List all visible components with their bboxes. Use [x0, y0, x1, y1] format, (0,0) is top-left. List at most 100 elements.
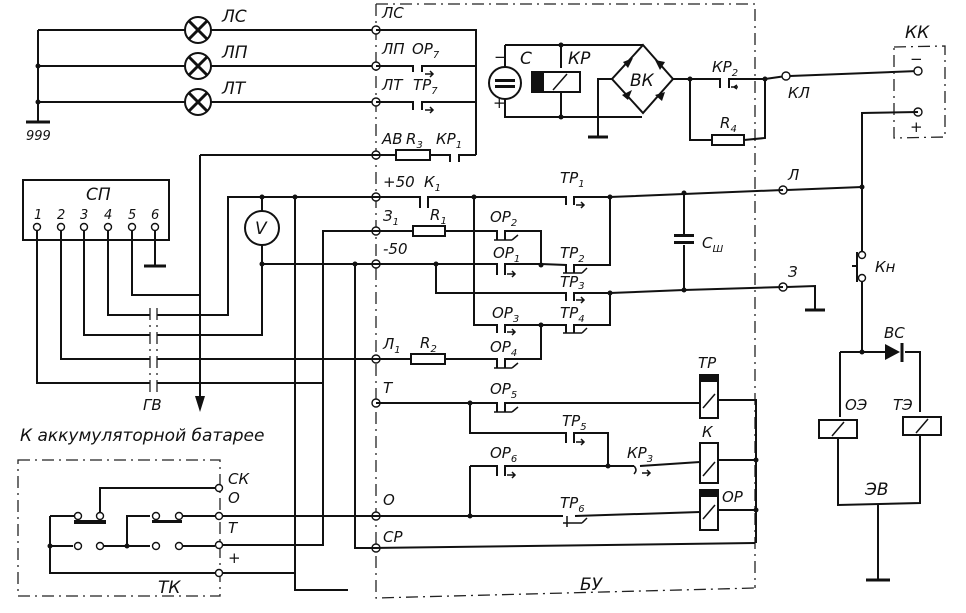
contact-tp4-label: ТР4: [560, 304, 585, 325]
tk-terminal-sk: СК: [228, 470, 250, 488]
bu-label: БУ: [580, 575, 604, 595]
kk-plus: +: [910, 118, 923, 136]
resistor-r2: [410, 353, 446, 365]
bu-top-wiring: ОР7 ТР7 R3 КР1: [376, 29, 477, 162]
contact-tp6-label: ТР6: [560, 494, 585, 515]
contact-op3-label: ОР3: [492, 304, 519, 325]
tk-controller: ТК СК О Т +: [17, 383, 376, 598]
terminal-lp: ЛП: [381, 40, 405, 58]
terminal-ls: ЛС: [381, 4, 404, 22]
sp-pin-4: 4: [104, 208, 112, 223]
coil-te-label: ТЭ: [893, 396, 913, 414]
gv-harness: [149, 308, 158, 392]
terminal-l1: Л1: [382, 335, 401, 356]
sp-pin-6: 6: [151, 208, 159, 223]
terminal-av: АВ: [381, 130, 403, 148]
contact-tp3-label: ТР3: [560, 273, 585, 292]
arrow-to-battery-icon: [195, 396, 205, 412]
lamp-lp-icon: [184, 52, 212, 80]
contact-op2-label: ОР2: [490, 208, 517, 229]
lamp-ls-label: ЛС: [221, 7, 247, 27]
contact-tp7-label: ТР7: [413, 76, 438, 97]
contact-kp1-label: КР1: [436, 130, 462, 151]
lamp-ls-icon: [184, 16, 212, 44]
resistor-r3: [395, 149, 431, 161]
resistor-r1: [412, 225, 446, 237]
tk-enclosure: [17, 459, 221, 597]
contact-tp2-label: ТР2: [560, 244, 585, 265]
sp-pin-1: 1: [34, 208, 42, 223]
button-kn-icon: [852, 250, 867, 283]
terminal-lt: ЛТ: [381, 76, 404, 94]
resistor-r2-label: R2: [420, 334, 437, 355]
terminal-sr: СР: [383, 528, 403, 546]
battery-note: К аккумуляторной батарее: [20, 426, 264, 446]
contact-k1-label: К1: [424, 173, 441, 194]
contact-op6-label: ОР6: [490, 444, 517, 465]
ev-label: ЭВ: [864, 480, 889, 500]
lamps-group: 999 ЛС ЛП ЛТ: [26, 7, 376, 144]
tk-label: ТК: [158, 578, 181, 598]
sp-label: СП: [86, 185, 111, 205]
sp-pin-2: 2: [57, 208, 65, 223]
c-minus-sign: −: [494, 48, 507, 66]
tk-terminal-o: О: [228, 489, 240, 507]
contact-tp5-label: ТР5: [562, 412, 587, 433]
contact-kp3-label: КР3: [627, 444, 653, 465]
bu-left-terminals: ЛС ЛП ЛТ АВ +50 З1 -50 Л1 Т О СР: [371, 4, 415, 553]
lamp-lt-label: ЛТ: [221, 79, 247, 99]
terminal-minus50: -50: [383, 240, 408, 258]
terminal-o: О: [383, 491, 395, 509]
contact-kp2-label: КР2: [712, 58, 738, 79]
bu-relay-circuits: ОР5 ТР5 ОР6 КР3 ТР6 ТР К ОР: [375, 354, 759, 549]
relay-k-label: К: [702, 423, 714, 441]
capacitor-csh-icon: [674, 234, 694, 237]
kk-label: КК: [905, 23, 930, 43]
lamp-lt-icon: [184, 88, 212, 116]
relay-tp-label: ТР: [698, 354, 717, 372]
terminal-z1: З1: [383, 207, 399, 228]
tk-terminal-t: Т: [228, 519, 239, 537]
lamp-lp-label: ЛП: [221, 43, 248, 63]
button-kn-label: Кн: [875, 258, 896, 276]
relay-op-label: ОР: [722, 488, 744, 506]
resistor-r4: [711, 134, 745, 146]
bu-power-circuit: К1 ТР1 СШ R1 ОР2 ОР1 ТР2 ТР3: [376, 169, 784, 369]
sp-pin-3: 3: [80, 208, 88, 223]
gv-label: ГВ: [143, 396, 162, 414]
kk-minus: −: [910, 50, 923, 68]
tk-contact-bar-2: [152, 520, 182, 523]
capacitor-c-label: С: [520, 49, 532, 69]
bu-enclosure: [375, 3, 756, 599]
terminal-l: Л: [787, 166, 799, 184]
contact-op5-label: ОР5: [490, 380, 517, 401]
contact-op7-label: ОР7: [412, 40, 440, 61]
relay-k-coil: [699, 442, 719, 484]
contact-op1-label: ОР1: [493, 244, 520, 265]
sp-panel: СП 1 2 3 4 5 6: [22, 179, 170, 268]
tk-terminal-plus: +: [228, 549, 241, 567]
right-section: КЛ КК − + Л З Кн ВС ОЭ: [778, 23, 946, 582]
contact-tp1-label: ТР1: [560, 169, 585, 190]
sp-pin-5: 5: [128, 208, 136, 223]
ground-label: 999: [26, 129, 51, 144]
contact-op4-label: ОР4: [490, 338, 517, 359]
terminal-z: З: [788, 263, 798, 281]
resistor-r1-label: R1: [430, 206, 447, 227]
resistor-r3-label: R3: [406, 130, 423, 151]
bridge-vk-label: ВК: [630, 71, 655, 91]
rectifier-bridge-vk-icon: [610, 43, 675, 115]
charging-indicator-circuit: − + С КР ВК КР2 R4: [488, 42, 787, 146]
c-plus-sign: +: [493, 94, 506, 112]
relay-kr-label: КР: [568, 49, 591, 69]
terminal-kl: КЛ: [788, 84, 810, 102]
capacitor-csh-label: СШ: [702, 234, 723, 255]
tk-contact-bar-1: [74, 520, 106, 524]
capacitor-c-icon: [488, 66, 522, 100]
terminal-plus50: +50: [383, 173, 415, 191]
harness-wiring: ГВ V К аккумуляторной батарее: [20, 154, 376, 591]
resistor-r4-label: R4: [720, 114, 737, 135]
terminal-t: Т: [383, 379, 394, 397]
diode-vs-label: ВС: [884, 324, 905, 342]
